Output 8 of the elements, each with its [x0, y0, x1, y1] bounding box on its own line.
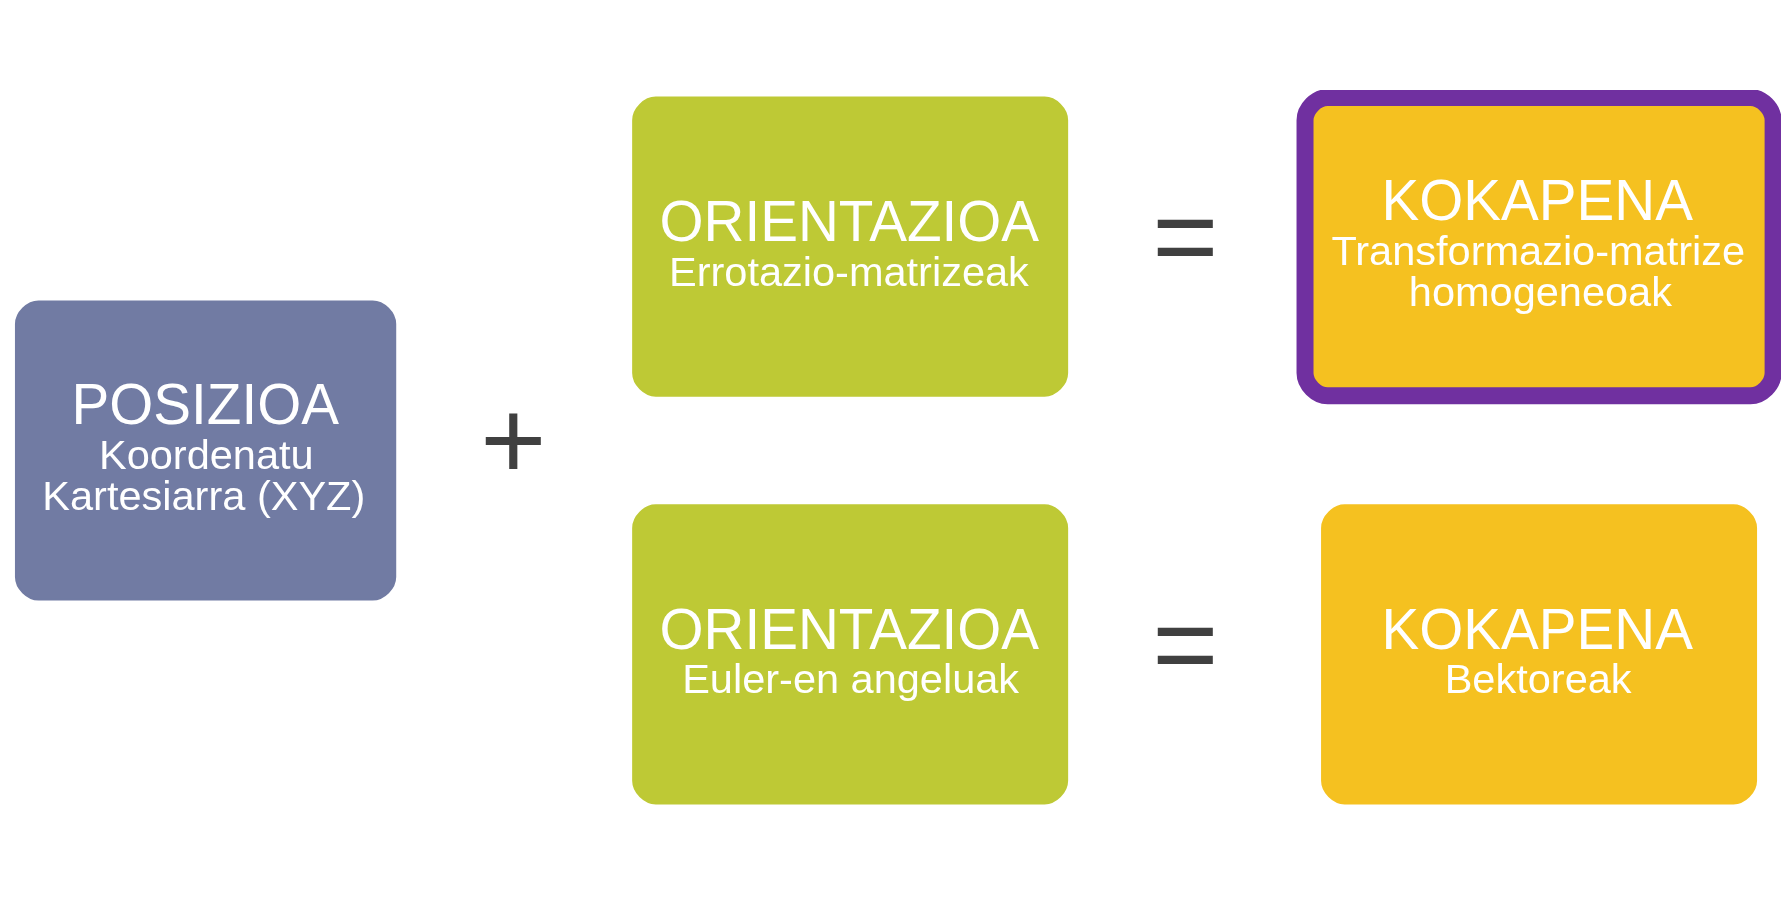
node-box: KOKAPENA Bektoreak	[1321, 504, 1758, 805]
node-box: ORIENTAZIOA Errotazio-matrizeak	[632, 96, 1069, 397]
label: +	[480, 375, 547, 503]
label: =	[1152, 171, 1219, 299]
node-box: POSIZIOA Koordenatu Kartesiarra (XYZ)	[14, 300, 397, 601]
node-box: ORIENTAZIOA Euler-en angeluak	[632, 504, 1069, 805]
node-box: KOKAPENA Transformazio-matrize homogeneoak	[1296, 90, 1781, 405]
label: =	[1152, 579, 1219, 707]
